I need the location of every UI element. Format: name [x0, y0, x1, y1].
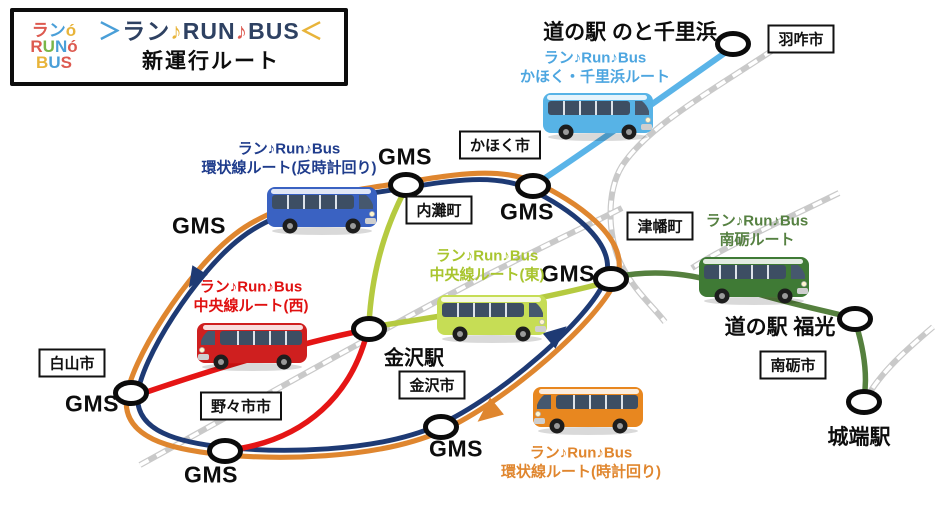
station-node-kanazawa: [351, 316, 387, 342]
logo-char: U: [42, 36, 55, 56]
bus-icon-loop-ccw: [266, 186, 378, 236]
area-box-hakusan: 白山市: [38, 348, 106, 378]
station-label-noto-chirihama: 道の駅 のと千里浜: [543, 21, 717, 44]
route-label-line: 中央線ルート(東): [429, 266, 545, 283]
route-label-kahoku-chirihama: ラン♪Run♪Bus かほく・千里浜ルート: [520, 49, 670, 87]
gms-label-upper-left: GMS: [172, 212, 226, 239]
brand-word: BUS: [248, 17, 300, 44]
brand-word: RUN: [182, 17, 236, 44]
brand-title: ＞ラン♪RUN♪BUS＜: [84, 17, 338, 44]
route-label-line: ラン♪Run♪Bus: [705, 212, 809, 230]
music-note-icon: ♪: [235, 17, 249, 44]
chuo-west-route-line-south: [227, 330, 370, 453]
logo-char: ó: [67, 36, 78, 56]
railway-lines: [138, 47, 935, 468]
logo-char: U: [48, 53, 61, 73]
loop-route-clockwise-line: [123, 170, 622, 460]
station-nodes: [113, 31, 882, 464]
station-node-gms: [423, 414, 459, 440]
station-label-johana: 城端駅: [827, 426, 891, 449]
chuo-east-route-line-north: [366, 187, 408, 327]
station-node-fukumitsu: [837, 306, 873, 332]
cw-direction-arrow-icon: [477, 397, 504, 422]
route-label-line: ラン♪Run♪Bus: [199, 278, 303, 296]
gms-label-kahoku: GMS: [500, 198, 554, 225]
route-label-loop-ccw: ラン♪Run♪Bus 環状線ルート(反時計回り): [202, 140, 377, 178]
route-label-line: かほく・千里浜ルート: [519, 68, 671, 85]
route-label-line: 環状線ルート(反時計回り): [201, 159, 377, 176]
bus-icon-nanto: [698, 256, 810, 306]
area-box-uchinada: 内灘町: [405, 195, 473, 225]
brand-word: ラン: [122, 17, 171, 44]
gms-label-bottom-left: GMS: [184, 461, 238, 488]
gms-label-east: GMS: [541, 260, 595, 287]
logo-char: R: [30, 36, 43, 56]
gms-label-top: GMS: [378, 143, 432, 170]
bus-icon-loop-cw: [532, 386, 644, 436]
route-label-line: ラン♪Run♪Bus: [543, 49, 647, 67]
station-node-gms: [593, 266, 629, 292]
loop-route-counterclockwise-line: [135, 177, 610, 453]
chevron-left-icon: ＞: [98, 17, 123, 44]
title-box: ランó RUNó BUS ＞ラン♪RUN♪BUS＜ 新運行ルート: [10, 8, 348, 86]
station-node-johana: [846, 389, 882, 415]
logo-char: N: [54, 36, 68, 56]
map-subtitle: 新運行ルート: [142, 50, 280, 74]
area-box-nonoichi: 野々市市: [199, 391, 283, 421]
gms-label-west: GMS: [65, 390, 119, 417]
logo-char: B: [36, 53, 49, 73]
logo-char: ン: [48, 20, 66, 40]
station-label-kanazawa: 金沢駅: [384, 347, 444, 370]
logo-char: ó: [65, 20, 77, 40]
ccw-direction-arrow-icon: [188, 265, 208, 288]
station-node-noto-chirihama: [715, 31, 751, 57]
run-bus-logo-icon: ランó RUNó BUS: [24, 20, 84, 73]
route-label-loop-cw: ラン♪Run♪Bus 環状線ルート(時計回り): [501, 444, 661, 482]
route-label-nanto: ラン♪Run♪Bus 南砺ルート: [706, 212, 809, 250]
route-label-line: 南砺ルート: [719, 231, 795, 248]
route-label-line: ラン♪Run♪Bus: [237, 140, 341, 158]
station-node-gms: [388, 172, 424, 198]
area-box-kahoku: かほく市: [458, 130, 542, 160]
area-box-tsubata: 津幡町: [626, 211, 694, 241]
area-box-hakui: 羽咋市: [767, 24, 835, 54]
route-label-chuo-west: ラン♪Run♪Bus 中央線ルート(西): [194, 278, 309, 316]
bus-icon-chuo-east: [436, 294, 548, 344]
station-node-gms: [207, 438, 243, 464]
area-box-kanazawa-city: 金沢市: [398, 370, 466, 400]
bus-icon-chuo-west: [196, 322, 308, 372]
route-label-line: ラン♪Run♪Bus: [529, 444, 633, 462]
route-label-line: 環状線ルート(時計回り): [501, 463, 661, 480]
route-label-line: 中央線ルート(西): [193, 297, 309, 314]
station-label-fukumitsu: 道の駅 福光: [724, 316, 836, 339]
route-label-line: ラン♪Run♪Bus: [435, 247, 539, 265]
logo-char: ラ: [31, 20, 49, 40]
chevron-right-icon: ＜: [299, 17, 324, 44]
nanto-route-line-south: [853, 321, 869, 401]
ccw-direction-arrow-icon: [542, 326, 567, 349]
area-box-nanto: 南砺市: [759, 350, 827, 380]
logo-char: S: [60, 53, 72, 73]
route-label-chuo-east: ラン♪Run♪Bus 中央線ルート(東): [430, 247, 545, 285]
station-node-gms: [515, 173, 551, 199]
station-node-gms: [113, 380, 149, 406]
music-note-icon: ♪: [170, 17, 183, 44]
gms-label-bottom: GMS: [429, 435, 483, 462]
bus-icon-kahoku-chirihama: [542, 92, 654, 142]
